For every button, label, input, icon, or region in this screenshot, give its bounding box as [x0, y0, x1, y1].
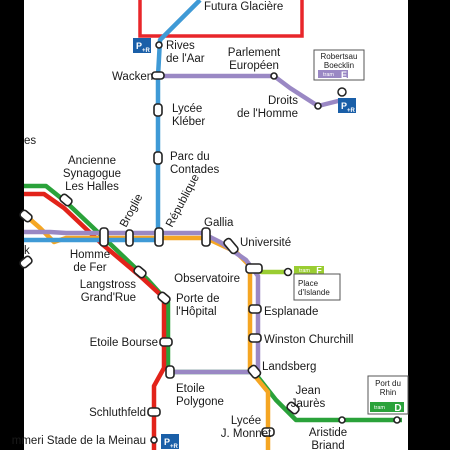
stop-observatoire	[245, 263, 263, 274]
stop-etoile-bourse	[159, 337, 173, 347]
stop-republique	[154, 227, 164, 247]
stop-universite	[223, 237, 239, 255]
label-etoile-bourse: Etoile Bourse	[90, 337, 158, 349]
stop-langstross	[133, 265, 147, 279]
stop-esplanade	[248, 304, 262, 314]
terminus-place-islande: tram F	[293, 266, 341, 301]
label-landsberg: Landsberg	[262, 361, 316, 373]
stop-gallia	[201, 227, 211, 247]
line-e-letter: E	[341, 70, 347, 80]
svg-text:tram: tram	[299, 268, 310, 274]
line-d-letter: D	[394, 403, 401, 414]
label-left-es: es	[24, 135, 36, 147]
label-gallia: Gallia	[204, 217, 234, 229]
svg-text:+R: +R	[347, 108, 356, 114]
stop-parlement	[270, 72, 278, 80]
label-universite: Université	[240, 237, 291, 249]
line-f-letter: F	[316, 266, 322, 276]
svg-text:P: P	[164, 437, 170, 447]
label-left-k: k	[24, 245, 30, 257]
label-futura: Futura Glacière	[204, 1, 283, 13]
label-winston: Winston Churchill	[264, 334, 353, 346]
stop-jean-jaures	[286, 401, 300, 415]
terminus-port-du-rhin: Port du Rhin tram D	[367, 375, 409, 415]
label-wacken: Wacken	[112, 71, 153, 83]
svg-text:Port du: Port du	[375, 379, 401, 388]
svg-text:Boecklin: Boecklin	[324, 61, 354, 70]
terminus-robertsau: Robertsau Boecklin tram E	[313, 49, 365, 81]
line-e-badge	[318, 70, 348, 78]
label-esplanade: Esplanade	[264, 306, 318, 318]
svg-text:tram: tram	[374, 405, 385, 411]
highlight-frame	[138, 0, 304, 38]
svg-text:P: P	[136, 41, 142, 51]
stop-ancienne-synagogue	[59, 193, 73, 207]
stop-homme-de-fer	[99, 227, 109, 247]
stop-schluthfeld	[147, 407, 161, 417]
stop-left-k	[19, 255, 33, 269]
stop-lycee-monnet	[261, 427, 275, 437]
park-ride-icon-meinau: P +R	[161, 434, 179, 450]
stop-lycee-kleber	[153, 103, 163, 117]
stop-stade-meinau	[150, 436, 158, 444]
stop-landsberg	[247, 364, 262, 379]
stop-droits	[314, 102, 322, 110]
stop-parc-contades	[153, 151, 163, 165]
stop-winston	[248, 333, 262, 343]
stop-porte-hopital	[157, 291, 171, 305]
svg-text:+R: +R	[142, 48, 151, 54]
stop-broglie	[125, 229, 134, 247]
label-observatoire: Observatoire	[174, 273, 240, 285]
svg-text:Robertsau: Robertsau	[321, 52, 358, 61]
label-stade-meinau: mmeri Stade de la Meinau	[12, 435, 146, 447]
stop-port-du-rhin	[393, 416, 401, 424]
label-schluthfeld: Schluthfeld	[89, 407, 146, 419]
svg-text:+R: +R	[170, 444, 179, 450]
svg-text:P: P	[341, 101, 347, 111]
svg-text:tram: tram	[323, 72, 334, 78]
stop-etoile-polygone	[165, 365, 175, 379]
park-ride-icon-rives: P +R	[133, 38, 151, 54]
line-d-badge	[370, 402, 404, 412]
park-ride-icon-droits: P +R	[337, 87, 356, 114]
stop-wacken	[151, 71, 165, 80]
stop-aristide-briand	[338, 416, 346, 424]
stop-left-upper	[19, 209, 33, 223]
stop-place-islande	[283, 267, 293, 277]
stop-rives	[155, 41, 163, 49]
svg-text:Rhin: Rhin	[380, 388, 396, 397]
